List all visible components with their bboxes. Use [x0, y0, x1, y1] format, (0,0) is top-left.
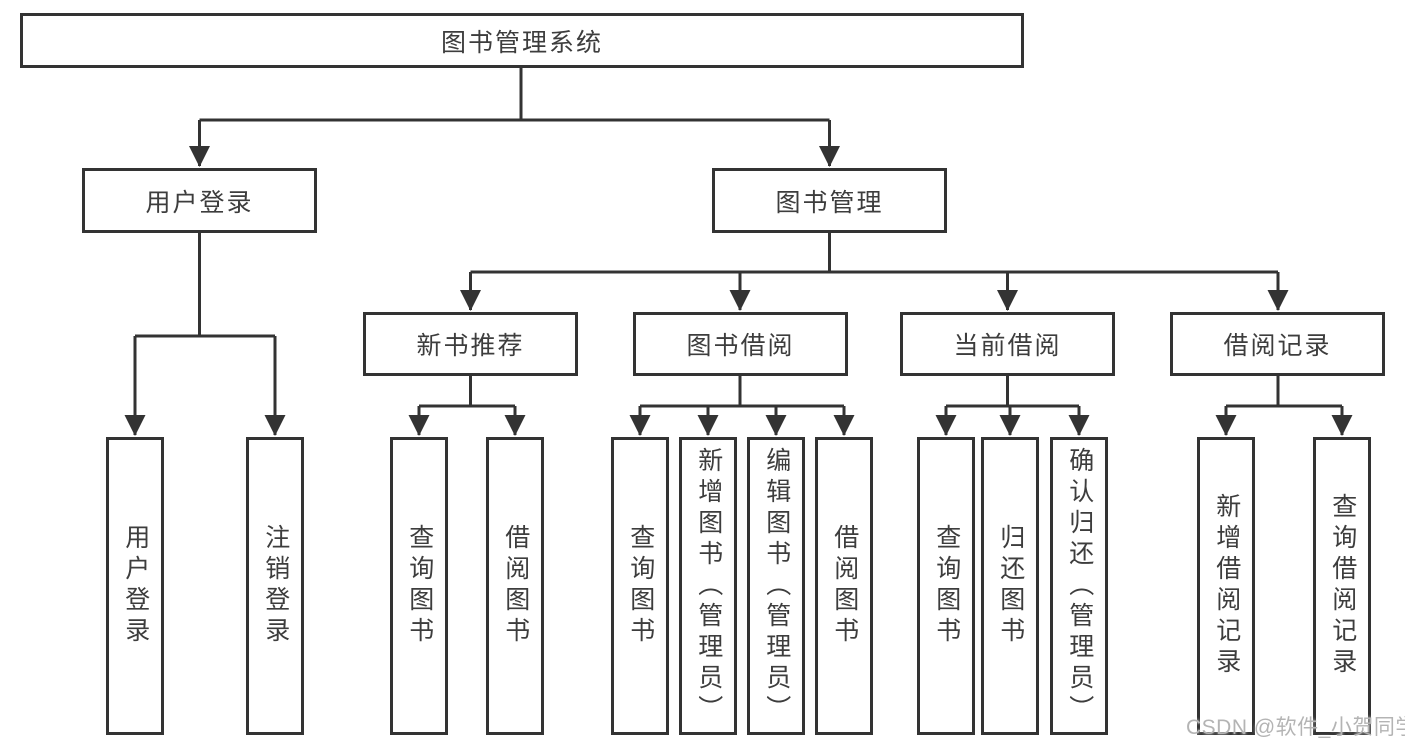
leaf-logout-label: 注销登录: [261, 524, 290, 648]
node-book-borrowing: 图书借阅: [633, 312, 848, 376]
leaf-confirm-return-admin: 确认归还（管理员）: [1050, 437, 1108, 735]
leaf-confirm-return-admin-label: 确认归还（管理员）: [1065, 446, 1094, 726]
connector-user-login-split: [135, 233, 275, 338]
node-book-management-label: 图书管理: [775, 188, 884, 217]
leaf-add-borrow-record-label: 新增借阅记录: [1212, 493, 1241, 679]
leaf-edit-books-admin: 编辑图书（管理员）: [747, 437, 805, 735]
leaf-add-borrow-record: 新增借阅记录: [1197, 437, 1255, 735]
node-user-login: 用户登录: [82, 168, 317, 233]
leaf-borrow-books-recommend-label: 借阅图书: [501, 524, 530, 648]
node-new-book-recommend: 新书推荐: [363, 312, 578, 376]
csdn-watermark: CSDN @软件_小贺同学: [1186, 716, 1405, 739]
leaf-logout: 注销登录: [246, 437, 304, 735]
leaf-user-login: 用户登录: [106, 437, 164, 735]
leaf-user-login-label: 用户登录: [121, 524, 150, 648]
leaf-query-books-borrowing-label: 查询图书: [626, 524, 655, 648]
node-current-borrowing-label: 当前借阅: [953, 332, 1062, 360]
node-root: 图书管理系统: [20, 13, 1024, 68]
leaf-add-books-admin-label: 新增图书（管理员）: [694, 446, 723, 726]
connector-book-management-split: [470, 233, 1278, 274]
leaf-query-books-recommend-label: 查询图书: [405, 524, 434, 648]
leaf-query-borrow-record-label: 查询借阅记录: [1328, 493, 1357, 679]
connector-root-split: [199, 68, 830, 122]
connector-records-split: [1226, 376, 1342, 408]
leaf-return-books-label: 归还图书: [996, 524, 1025, 648]
connector-recommend-split: [419, 376, 515, 408]
leaf-add-books-admin: 新增图书（管理员）: [679, 437, 737, 735]
leaf-query-borrow-record: 查询借阅记录: [1313, 437, 1371, 735]
leaf-borrow-books-borrowing: 借阅图书: [815, 437, 873, 735]
node-user-login-label: 用户登录: [145, 188, 254, 217]
node-borrowing-records: 借阅记录: [1170, 312, 1385, 376]
node-borrowing-records-label: 借阅记录: [1223, 332, 1332, 360]
leaf-return-books: 归还图书: [981, 437, 1039, 735]
node-book-borrowing-label: 图书借阅: [686, 332, 795, 360]
leaf-edit-books-admin-label: 编辑图书（管理员）: [762, 446, 791, 726]
node-new-book-recommend-label: 新书推荐: [416, 332, 525, 360]
node-book-management: 图书管理: [712, 168, 947, 233]
leaf-query-books-current: 查询图书: [917, 437, 975, 735]
node-current-borrowing: 当前借阅: [900, 312, 1115, 376]
connector-current-split: [946, 376, 1079, 408]
leaf-borrow-books-recommend: 借阅图书: [486, 437, 544, 735]
leaf-query-books-current-label: 查询图书: [932, 524, 961, 648]
leaf-query-books-recommend: 查询图书: [390, 437, 448, 735]
leaf-borrow-books-borrowing-label: 借阅图书: [830, 524, 859, 648]
leaf-query-books-borrowing: 查询图书: [611, 437, 669, 735]
connector-borrowing-split: [640, 376, 844, 408]
node-root-label: 图书管理系统: [440, 28, 603, 57]
